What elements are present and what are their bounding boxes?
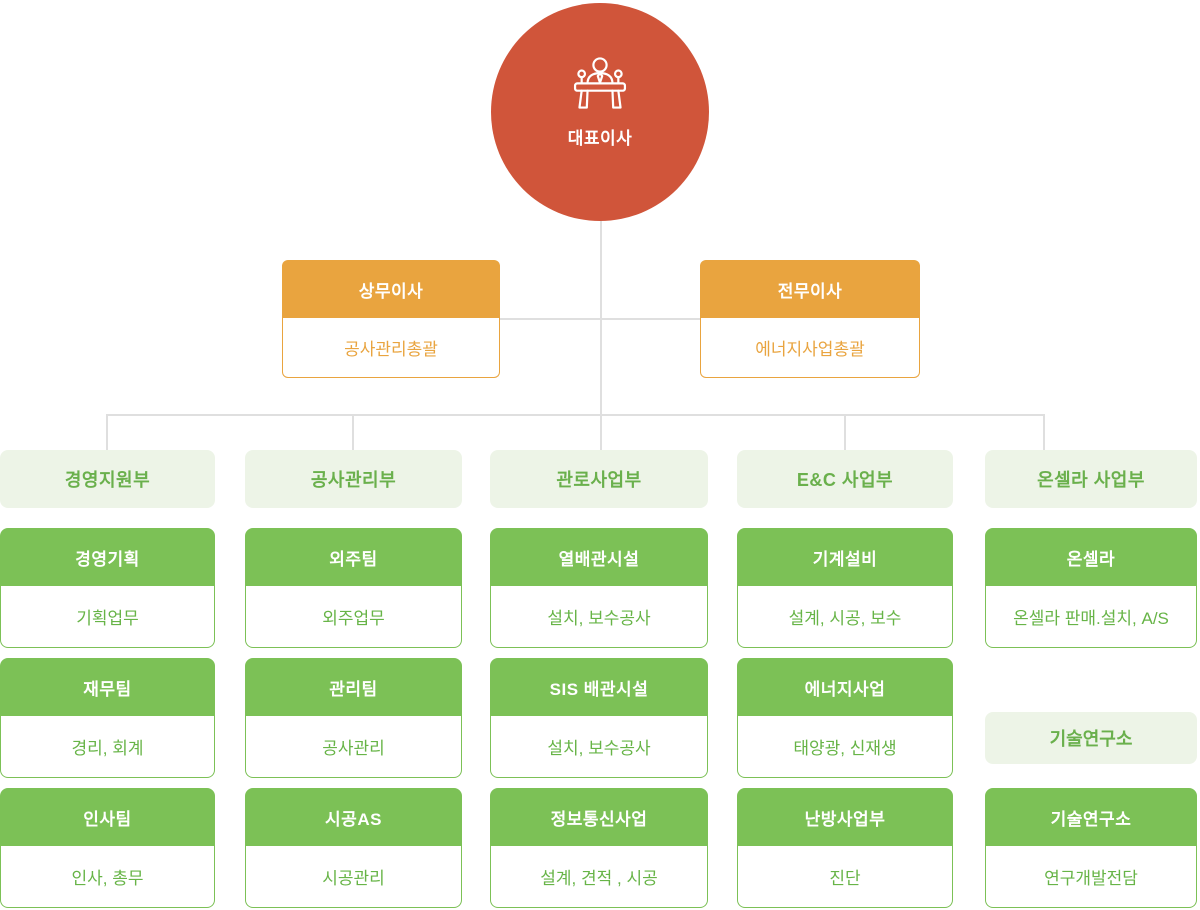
team-desc: 온셀라 판매.설치, A/S: [985, 586, 1197, 648]
team-desc: 설치, 보수공사: [490, 716, 708, 778]
dept-column-enc-business: E&C 사업부 기계설비 설계, 시공, 보수 에너지사업 태양광, 신재생 난…: [737, 450, 953, 908]
dept-header: E&C 사업부: [737, 450, 953, 508]
ceo-node: 대표이사: [491, 3, 709, 221]
team-desc: 경리, 회계: [0, 716, 215, 778]
team-card: 외주팀 외주업무: [245, 528, 462, 648]
connector-drop-dept-5: [1043, 414, 1045, 451]
dept-column-management-support: 경영지원부 경영기획 기획업무 재무팀 경리, 회계 인사팀 인사, 총무: [0, 450, 215, 908]
ceo-label: 대표이사: [567, 129, 633, 148]
connector-departments-horizontal: [106, 414, 1045, 416]
team-card: 온셀라 온셀라 판매.설치, A/S: [985, 528, 1197, 648]
team-title: 열배관시설: [490, 528, 708, 586]
dept-column-construction-management: 공사관리부 외주팀 외주업무 관리팀 공사관리 시공AS 시공관리: [245, 450, 462, 908]
team-title: 난방사업부: [737, 788, 953, 846]
team-title: 외주팀: [245, 528, 462, 586]
team-desc: 공사관리: [245, 716, 462, 778]
team-card: 관리팀 공사관리: [245, 658, 462, 778]
team-title: 시공AS: [245, 788, 462, 846]
dept-header: 경영지원부: [0, 450, 215, 508]
team-desc: 설계, 시공, 보수: [737, 586, 953, 648]
connector-drop-dept-4: [844, 414, 846, 451]
dept-column-pipeline-business: 관로사업부 열배관시설 설치, 보수공사 SIS 배관시설 설치, 보수공사 정…: [490, 450, 708, 908]
team-card: 인사팀 인사, 총무: [0, 788, 215, 908]
team-title: 인사팀: [0, 788, 215, 846]
exec-desc: 에너지사업총괄: [700, 318, 920, 378]
connector-executives-horizontal: [500, 318, 700, 320]
team-card: 정보통신사업 설계, 견적 , 시공: [490, 788, 708, 908]
team-card: 에너지사업 태양광, 신재생: [737, 658, 953, 778]
team-card: 열배관시설 설치, 보수공사: [490, 528, 708, 648]
team-title: 기계설비: [737, 528, 953, 586]
dept-column-oncella-business: 온셀라 사업부 온셀라 온셀라 판매.설치, A/S 기술연구소 기술연구소 연…: [985, 450, 1197, 908]
team-desc: 시공관리: [245, 846, 462, 908]
team-desc: 연구개발전담: [985, 846, 1197, 908]
team-desc: 인사, 총무: [0, 846, 215, 908]
annex-label-box: 기술연구소: [985, 712, 1197, 764]
dept-header: 온셀라 사업부: [985, 450, 1197, 508]
team-card: 시공AS 시공관리: [245, 788, 462, 908]
team-desc: 설계, 견적 , 시공: [490, 846, 708, 908]
team-title: 경영기획: [0, 528, 215, 586]
connector-drop-dept-2: [352, 414, 354, 451]
team-title: SIS 배관시설: [490, 658, 708, 716]
podium-speaker-icon: [573, 57, 627, 109]
team-card: 기술연구소 연구개발전담: [985, 788, 1197, 908]
connector-ceo-vertical: [600, 198, 602, 450]
team-title: 기술연구소: [985, 788, 1197, 846]
team-title: 정보통신사업: [490, 788, 708, 846]
team-desc: 외주업무: [245, 586, 462, 648]
team-card: 난방사업부 진단: [737, 788, 953, 908]
team-title: 관리팀: [245, 658, 462, 716]
team-card: 기계설비 설계, 시공, 보수: [737, 528, 953, 648]
team-desc: 설치, 보수공사: [490, 586, 708, 648]
team-desc: 태양광, 신재생: [737, 716, 953, 778]
connector-drop-dept-1: [106, 414, 108, 451]
team-title: 온셀라: [985, 528, 1197, 586]
team-card: SIS 배관시설 설치, 보수공사: [490, 658, 708, 778]
team-desc: 기획업무: [0, 586, 215, 648]
team-title: 에너지사업: [737, 658, 953, 716]
exec-node-managing-director: 상무이사 공사관리총괄: [282, 260, 500, 378]
dept-header: 관로사업부: [490, 450, 708, 508]
team-desc: 진단: [737, 846, 953, 908]
exec-node-executive-director: 전무이사 에너지사업총괄: [700, 260, 920, 378]
dept-header: 공사관리부: [245, 450, 462, 508]
exec-title: 전무이사: [700, 260, 920, 318]
exec-desc: 공사관리총괄: [282, 318, 500, 378]
team-card: 재무팀 경리, 회계: [0, 658, 215, 778]
team-card: 경영기획 기획업무: [0, 528, 215, 648]
team-title: 재무팀: [0, 658, 215, 716]
exec-title: 상무이사: [282, 260, 500, 318]
